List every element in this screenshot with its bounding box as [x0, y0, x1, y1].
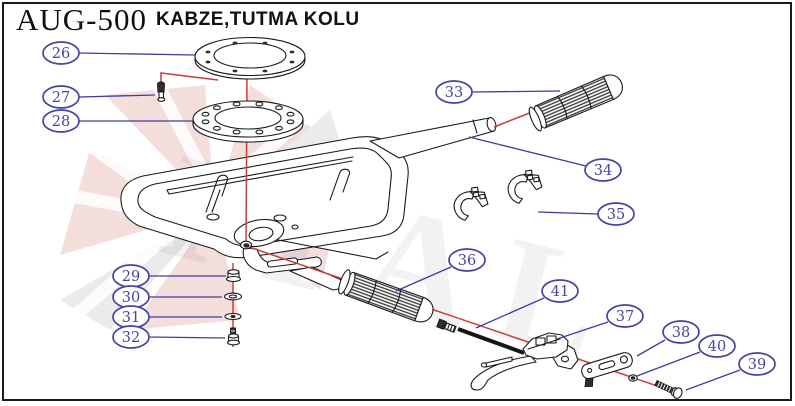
callout-36: 36 — [448, 248, 486, 272]
centerline-vertical — [245, 73, 248, 247]
callout-27: 27 — [42, 85, 80, 109]
part-lower-flange — [192, 100, 304, 250]
part-bolt-39 — [654, 379, 683, 399]
leader-38 — [636, 339, 666, 357]
callout-32: 32 — [112, 325, 150, 349]
callout-29: 29 — [112, 264, 150, 288]
svg-text:39: 39 — [748, 357, 766, 373]
part-throttle-cable — [436, 318, 525, 355]
callout-31: 31 — [112, 305, 150, 329]
leader-37 — [556, 321, 609, 340]
part-nut-40 — [628, 374, 638, 382]
svg-text:29: 29 — [122, 269, 140, 285]
svg-text:28: 28 — [52, 114, 70, 130]
svg-text:33: 33 — [445, 85, 463, 101]
svg-text:27: 27 — [52, 90, 70, 106]
svg-text:31: 31 — [122, 310, 140, 326]
centerline-bolt-27 — [160, 72, 219, 85]
svg-text:41: 41 — [551, 284, 569, 300]
callout-30: 30 — [112, 285, 150, 309]
svg-text:32: 32 — [122, 330, 140, 346]
part-bracket-plate — [581, 352, 633, 387]
part-upper-flange — [194, 36, 306, 80]
leader-33 — [471, 90, 561, 93]
part-screw-small — [156, 81, 166, 102]
callout-41: 41 — [541, 279, 579, 303]
leader-34 — [468, 136, 587, 167]
part-clamp-1 — [453, 186, 489, 221]
callout-38: 38 — [662, 320, 700, 344]
leader-36 — [395, 266, 452, 292]
svg-text:36: 36 — [458, 253, 476, 269]
part-nut-29 — [225, 269, 242, 283]
callout-35: 35 — [597, 202, 635, 226]
part-clamp-2 — [507, 169, 543, 204]
part-throttle-lever — [470, 332, 579, 391]
leader-39 — [685, 369, 741, 391]
svg-text:40: 40 — [708, 339, 726, 355]
centerline-grip-right — [493, 111, 533, 128]
svg-text:37: 37 — [616, 309, 634, 325]
svg-text:30: 30 — [122, 290, 140, 306]
leader-26 — [78, 52, 197, 56]
svg-text:38: 38 — [672, 325, 690, 341]
part-bolt-32 — [226, 327, 241, 346]
callout-28: 28 — [42, 109, 80, 133]
leader-40 — [636, 351, 701, 377]
callout-40: 40 — [698, 334, 736, 358]
svg-text:26: 26 — [52, 46, 70, 62]
leader-41 — [475, 297, 545, 329]
leader-27 — [78, 94, 156, 98]
leader-35 — [537, 211, 599, 215]
callout-33: 33 — [435, 80, 473, 104]
diagram-title: KABZE,TUTMA KOLU — [156, 9, 360, 30]
leader-32 — [148, 336, 226, 339]
leader-lines — [78, 52, 741, 391]
svg-text:34: 34 — [594, 163, 612, 179]
drawing-border — [2, 2, 792, 401]
callout-37: 37 — [606, 304, 644, 328]
callout-39: 39 — [738, 352, 776, 376]
callout-26: 26 — [42, 41, 80, 65]
callout-34: 34 — [584, 158, 622, 182]
product-code: AUG-500 — [16, 2, 147, 37]
part-washer-30 — [223, 292, 243, 301]
svg-text:35: 35 — [607, 207, 625, 223]
part-washer-31 — [224, 312, 242, 321]
part-grip-upper — [528, 74, 623, 132]
